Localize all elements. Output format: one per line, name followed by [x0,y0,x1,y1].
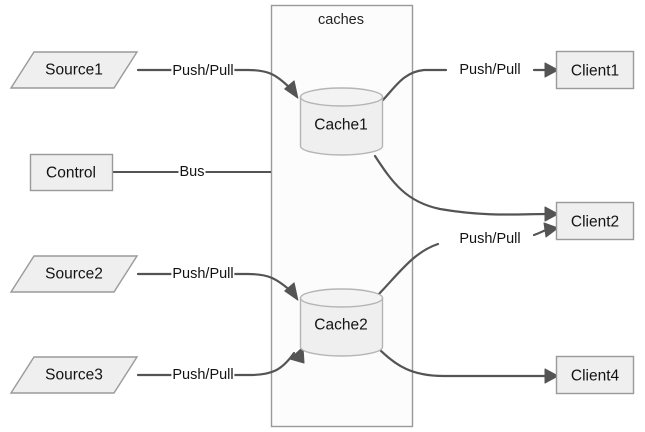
edge-cache2-client4 [376,346,559,384]
arrow-head-icon [544,206,559,222]
edge-label-cache1-client1: Push/Pull [458,61,522,78]
node-label-client1: Client1 [570,62,620,80]
node-source2[interactable] [9,255,139,293]
node-client4[interactable] [555,355,635,395]
edge-label-cache2-client2: Push/Pull [458,230,522,247]
node-label-control: Control [46,164,96,182]
node-label-source3: Source3 [45,366,103,384]
edge-cache2-client2 [376,222,559,297]
node-source3[interactable] [9,356,139,394]
edge-label-source1-cache1: Push/Pull [171,62,235,79]
edge-label-source2-cache2: Push/Pull [171,265,235,282]
node-label-cache2: Cache2 [314,316,368,334]
node-client1[interactable] [555,50,635,90]
node-label-source1: Source1 [45,61,103,79]
edge-cache1-client1 [381,62,559,102]
cluster-label-caches: caches [318,11,364,28]
arrow-head-icon [289,346,305,364]
node-source1[interactable] [9,51,139,89]
arrow-head-icon [544,368,559,384]
edge-source2-cache2 [136,272,299,301]
edge-cache1-client2 [373,154,559,222]
node-cache2[interactable] [299,288,384,357]
arrow-head-icon [284,282,299,301]
node-control[interactable] [29,153,114,192]
edge-label-source3-cache2: Push/Pull [171,366,235,383]
edge-source3-cache2 [136,346,305,377]
arrow-head-icon [543,222,559,238]
node-cache1[interactable] [299,87,384,156]
node-label-cache1: Cache1 [314,116,368,134]
node-label-client4: Client4 [570,367,620,385]
node-label-source2: Source2 [45,265,103,283]
arrow-head-icon [544,62,559,78]
cluster-caches-box [270,4,414,428]
edge-label-control-bus: Bus [178,163,206,180]
arrow-head-icon [284,80,299,99]
edge-source1-cache1 [136,68,299,99]
node-label-client2: Client2 [570,213,620,231]
node-client2[interactable] [555,201,635,241]
